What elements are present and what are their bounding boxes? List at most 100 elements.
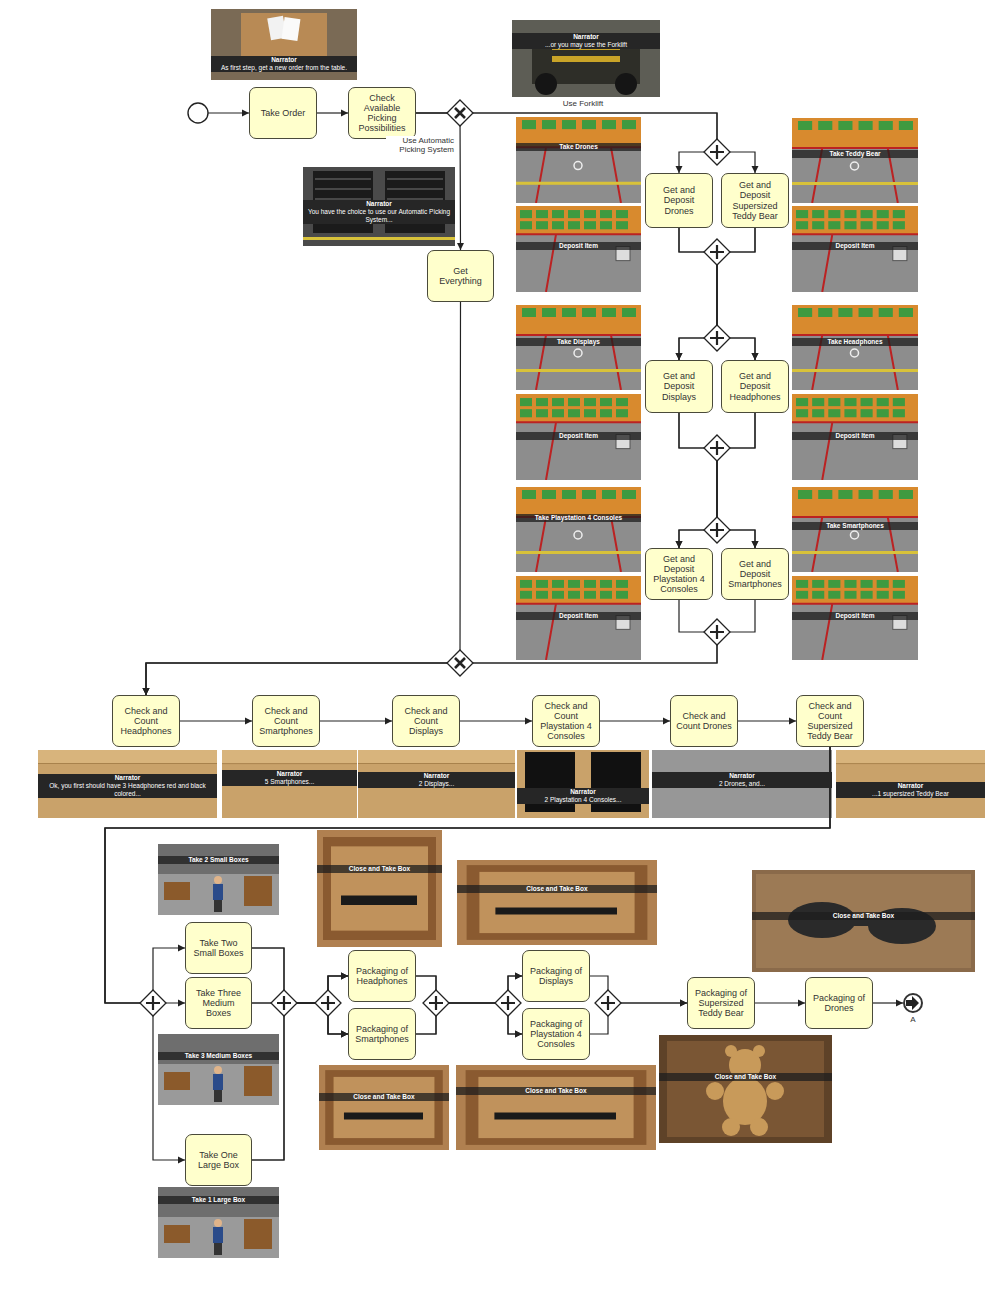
screenshot [516,117,641,203]
task-label: Check and Count Displays [396,706,456,736]
sequence-flow [679,413,755,548]
task-box: Check and Count Supersized Teddy Bear [796,695,864,747]
task-label: Get and Deposit Drones [649,185,709,215]
screenshot [836,750,985,818]
task-box: Packaging of Displays [522,950,590,1002]
screenshot [752,870,975,972]
task-label: Check and Count Supersized Teddy Bear [800,701,860,741]
screenshot [211,9,357,80]
sequence-flow [105,747,830,1160]
screenshot-caption: Close and Take Box [659,1073,832,1081]
screenshot-caption: Take 1 Large Box [158,1196,279,1204]
task-box: Take Three Medium Boxes [185,977,252,1029]
task-label: Get Everything [431,266,490,286]
screenshot-caption: Deposit Item [792,432,918,440]
flow-label: Use Automatic Picking System [386,136,456,154]
narrator-caption: Narrator [358,772,515,780]
screenshot [158,1187,279,1258]
screenshot-caption: Deposit Item [792,612,918,620]
task-label: Get and Deposit Displays [649,371,709,401]
sequence-flow [755,1002,805,1003]
task-box: Get and Deposit Displays [645,360,713,413]
task-label: Check and Count Smartphones [256,706,316,736]
sequence-flow [416,113,461,250]
screenshot-caption: Deposit Item [516,242,641,250]
screenshot [457,860,657,945]
screenshot-caption: Close and Take Box [319,1093,449,1101]
screenshot-caption: Close and Take Box [457,885,657,893]
screenshot-caption: Deposit Item [516,612,641,620]
narrator-caption: 5 Smartphones... [222,778,357,786]
task-label: Packaging of Playstation 4 Consoles [526,1019,586,1049]
screenshot [303,167,455,246]
task-box: Packaging of Smartphones [348,1008,416,1060]
sequence-flow [320,720,392,721]
screenshot [456,1065,656,1150]
narrator-caption: ...1 supersized Teddy Bear [836,790,985,798]
sequence-flow [738,720,796,721]
parallel-gateway [704,435,730,461]
exclusive-gateway [447,650,473,676]
screenshot-caption: Close and Take Box [752,912,975,920]
screenshot-caption: Take 2 Small Boxes [158,856,279,864]
screenshot [358,750,515,818]
screenshot-caption: Deposit Item [516,432,641,440]
task-box: Get and Deposit Headphones [721,360,789,413]
narrator-caption: 2 Playstation 4 Consoles... [517,796,649,804]
task-label: Packaging of Headphones [352,966,412,986]
screenshot-caption: Take Teddy Bear [792,150,918,158]
task-box: Check Available Picking Possibilities [348,87,416,139]
narrator-caption: Narrator [512,33,660,41]
task-box: Get and Deposit Smartphones [721,548,789,600]
event-label: A [893,1015,933,1024]
sequence-flow [180,720,252,721]
screenshot [659,1035,832,1143]
parallel-gateway [704,139,730,165]
task-label: Check Available Picking Possibilities [352,93,412,133]
screenshot-caption: Take Playstation 4 Consoles [516,514,641,522]
screenshot [222,750,357,818]
task-box: Get and Deposit Drones [645,173,713,228]
parallel-gateway [271,990,297,1016]
narrator-caption: Narrator [303,200,455,208]
screenshot [158,844,279,915]
screenshot [792,576,918,660]
screenshot-caption: Take Displays [516,338,641,346]
parallel-gateway [704,619,730,645]
task-label: Check and Count Playstation 4 Consoles [536,701,596,741]
task-box: Get and Deposit Supersized Teddy Bear [721,173,789,228]
sequence-flow [679,413,755,548]
sequence-flow [416,976,522,1034]
narrator-caption: Narrator [38,774,217,782]
task-box: Packaging of Supersized Teddy Bear [687,977,755,1029]
parallel-gateway [495,990,521,1016]
screenshot [792,305,918,390]
screenshot [512,20,660,97]
sequence-flow [317,112,348,113]
sequence-flow [208,112,249,113]
screenshot-caption: Deposit Item [792,242,918,250]
sequence-flow [600,720,670,721]
task-box: Take Order [249,87,317,139]
narrator-caption: Narrator [222,770,357,778]
screenshot [652,750,832,818]
narrator-caption: Narrator [211,56,357,64]
sequence-flow [460,720,532,721]
narrator-caption: Narrator [517,788,649,796]
task-label: Take Order [261,108,306,118]
screenshot [516,487,641,572]
screenshot-caption: Take 3 Medium Boxes [158,1052,279,1060]
start-event [188,103,208,123]
screenshot-caption: Close and Take Box [317,865,442,873]
screenshot [317,830,442,947]
task-box: Check and Count Drones [670,695,738,747]
link-event: A [903,993,923,1013]
task-box: Packaging of Headphones [348,950,416,1002]
screenshot-caption: Take Drones [516,143,641,151]
task-box: Take One Large Box [185,1134,252,1186]
screenshot [158,1034,279,1105]
